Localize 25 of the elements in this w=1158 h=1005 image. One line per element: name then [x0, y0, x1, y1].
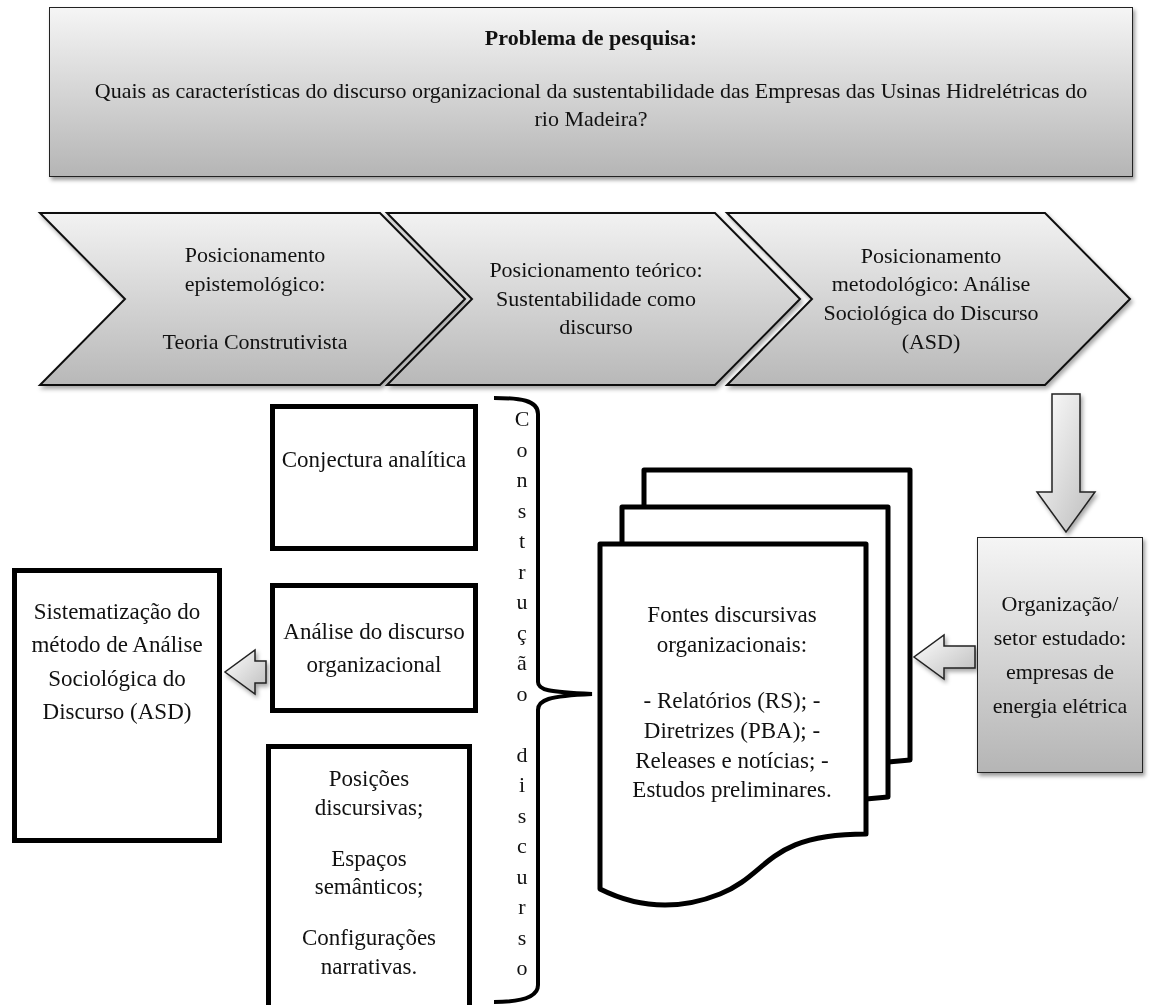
block-arrow	[1035, 393, 1097, 534]
process-box	[977, 537, 1143, 773]
process-box	[12, 568, 222, 843]
node-text: Fontes discursivas organizacionais:	[646, 601, 818, 659]
title-panel	[49, 7, 1133, 177]
node-text: Posições discursivas;	[313, 765, 425, 822]
process-box	[266, 744, 472, 1005]
vertical-label: Construção discurso	[513, 405, 531, 982]
node-text: Posicionamento teórico: Sustentabilidade como discurso	[488, 256, 704, 342]
node-text: Análise do discurso organizacional	[282, 617, 466, 679]
node-text: Teoria Construtivista	[161, 328, 349, 357]
node-text: Organização/ setor estudado: empresas de energia elétrica	[991, 589, 1129, 721]
block-arrow	[223, 648, 267, 696]
heading: Problema de pesquisa:	[483, 24, 699, 52]
process-box	[270, 583, 478, 713]
node-text: Configurações narrativas.	[300, 924, 438, 981]
node-text: - Relatórios (RS); - Diretrizes (PBA); -Releases e notícias; -Estudos preliminares.	[631, 686, 833, 805]
block-arrow	[912, 633, 976, 681]
process-box	[270, 404, 478, 551]
node-text: Sistematização do método de Análise Sociológica do Discurso (ASD)	[30, 598, 204, 727]
node-text: Espaços semânticos;	[313, 844, 425, 902]
node-text: Posicionamento metodológico: Análise Sociológica do Discurso (ASD)	[822, 241, 1040, 356]
question-text: Quais as características do discurso organizacional da sustentabilidade das Empresas das Usinas Hidrelétricas do rio Madeira?	[93, 76, 1089, 134]
node-text: Conjectura analítica	[280, 446, 468, 474]
node-text: Posicionamento epistemológico:	[183, 241, 327, 298]
